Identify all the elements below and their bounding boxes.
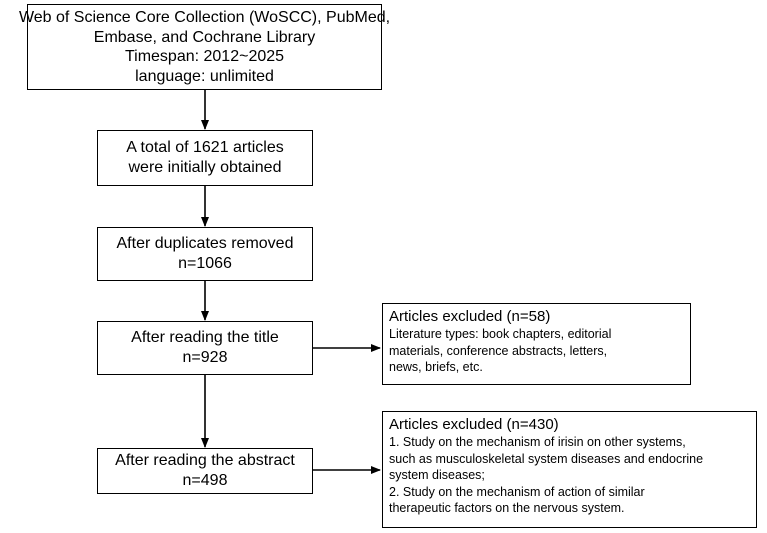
source-line-1: Web of Science Core Collection (WoSCC), …	[18, 9, 391, 26]
title-screening-count: n=928	[182, 349, 228, 366]
exclusion-title-heading: Articles excluded (n=58)	[389, 308, 551, 325]
exclusion-title-box: Articles excluded (n=58) Literature type…	[382, 303, 691, 385]
exclusion-abstract-line-5: therapeutic factors on the nervous syste…	[389, 501, 625, 515]
abstract-screening-count: n=498	[182, 472, 228, 489]
source-databases-box: Web of Science Core Collection (WoSCC), …	[19, 4, 390, 90]
exclusion-abstract-box: Articles excluded (n=430) 1. Study on th…	[382, 411, 757, 528]
title-screening-box: After reading the title n=928	[97, 321, 313, 375]
source-line-2: Embase, and Cochrane Library	[93, 28, 316, 46]
abstract-screening-box: After reading the abstract n=498	[97, 448, 313, 494]
duplicates-count: n=1066	[178, 255, 232, 272]
exclusion-abstract-line-2: such as musculoskeletal system diseases …	[389, 451, 704, 466]
exclusion-abstract-line-1: 1. Study on the mechanism of irisin on o…	[389, 435, 686, 449]
initial-line-2: were initially obtained	[128, 159, 282, 176]
abstract-screening-line-1: After reading the abstract	[115, 452, 295, 469]
title-screening-line-1: After reading the title	[131, 329, 279, 346]
initial-articles-box: A total of 1621 articles were initially …	[97, 130, 313, 186]
exclusion-abstract-heading: Articles excluded (n=430)	[389, 416, 559, 433]
duplicates-removed-box: After duplicates removed n=1066	[97, 227, 313, 281]
exclusion-abstract-line-3: system diseases;	[389, 468, 485, 482]
exclusion-title-line-2: materials, conference abstracts, letters…	[389, 343, 608, 358]
duplicates-line-1: After duplicates removed	[116, 235, 294, 252]
source-line-3: Timespan: 2012~2025	[124, 48, 285, 65]
initial-line-1: A total of 1621 articles	[126, 139, 284, 156]
exclusion-title-line-1: Literature types: book chapters, editori…	[389, 327, 612, 341]
exclusion-abstract-line-4: 2. Study on the mechanism of action of s…	[389, 484, 645, 499]
exclusion-title-line-3: news, briefs, etc.	[389, 360, 483, 374]
source-line-4: language: unlimited	[135, 67, 274, 85]
